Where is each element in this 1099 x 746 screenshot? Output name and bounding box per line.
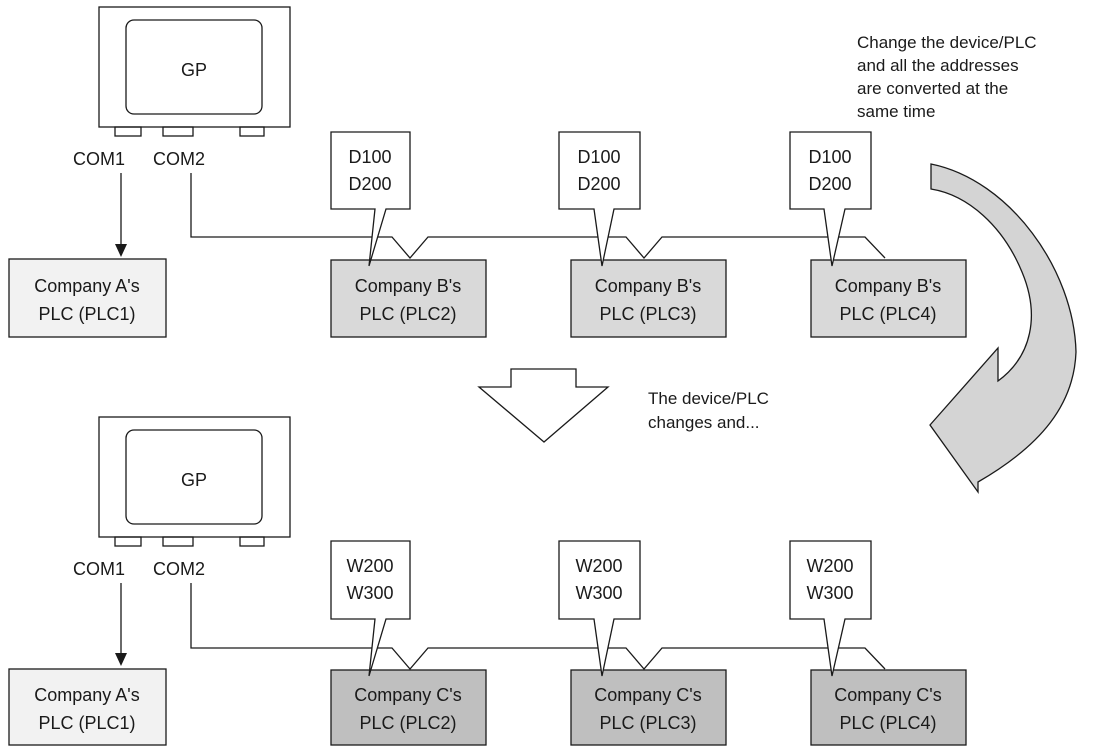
plc3-box-bottom: Company C's PLC (PLC3): [570, 669, 727, 746]
plc4-box-bottom: Company C's PLC (PLC4): [810, 669, 967, 746]
gp-body-bottom: [98, 416, 291, 538]
gp-label-bottom: GP: [181, 470, 207, 490]
com1-arrowhead: [115, 244, 127, 257]
callout-plc4-line2: D200: [808, 174, 851, 194]
callout-plc2-bottom: W200 W300: [330, 540, 411, 677]
plc1-line1: Company A's: [34, 276, 140, 296]
transition-note-line1: The device/PLC: [648, 389, 769, 408]
gp-screen: [125, 19, 263, 115]
aux-port-bottom: [239, 536, 265, 547]
gp-screen-bottom: [125, 429, 263, 525]
gp-body: [98, 6, 291, 128]
plc2-line2: PLC (PLC2): [359, 304, 456, 324]
com2-port-bottom: [162, 536, 194, 547]
gp-unit: GP: [98, 6, 291, 137]
callout-plc4-line1: D100: [808, 147, 851, 167]
callout-plc3-line1-bottom: W200: [575, 556, 622, 576]
plc1-line1-bottom: Company A's: [34, 685, 140, 705]
plc1-box: Company A's PLC (PLC1): [8, 258, 167, 338]
callout-plc3-bottom: W200 W300: [558, 540, 641, 677]
callout-plc2: D100 D200: [330, 131, 411, 267]
callout-plc3-line2-bottom: W300: [575, 583, 622, 603]
callout-plc4-bottom: W200 W300: [789, 540, 872, 677]
plc3-box: Company B's PLC (PLC3): [570, 259, 727, 338]
plc1-line2-bottom: PLC (PLC1): [38, 713, 135, 733]
callout-plc2-line1-bottom: W200: [346, 556, 393, 576]
callout-plc3-line2: D200: [577, 174, 620, 194]
callout-plc2-line1: D100: [348, 147, 391, 167]
plc3-line2-bottom: PLC (PLC3): [599, 713, 696, 733]
network-line-bottom: [190, 583, 886, 670]
bottom-section: GP COM1 COM2 Company A's PLC (PLC1) Comp…: [8, 416, 967, 746]
callout-plc2-line2: D200: [348, 174, 391, 194]
top-section: GP COM1 COM2 Company A's PLC (PLC1) Comp…: [8, 6, 967, 338]
plc3-line1-bottom: Company C's: [594, 685, 701, 705]
transition-note-line2: changes and...: [648, 413, 760, 432]
plc4-line1: Company B's: [835, 276, 941, 296]
plc2-box: Company B's PLC (PLC2): [330, 259, 487, 338]
plc4-line2-bottom: PLC (PLC4): [839, 713, 936, 733]
com1-label-bottom: COM1: [73, 559, 125, 579]
curved-arrow-icon: [929, 163, 1077, 495]
plc4-line2: PLC (PLC4): [839, 304, 936, 324]
com1-arrowhead-bottom: [115, 653, 127, 666]
plc1-box-bottom: Company A's PLC (PLC1): [8, 668, 167, 746]
down-arrow-icon: [477, 368, 610, 443]
plc2-line1-bottom: Company C's: [354, 685, 461, 705]
gp-label: GP: [181, 60, 207, 80]
change-note: Change the device/PLC and all the addres…: [857, 33, 1037, 121]
change-note-line1: Change the device/PLC: [857, 33, 1037, 52]
callout-plc2-line2-bottom: W300: [346, 583, 393, 603]
plc3-line1: Company B's: [595, 276, 701, 296]
callout-plc4-line2-bottom: W300: [806, 583, 853, 603]
aux-port: [239, 126, 265, 137]
callout-plc3: D100 D200: [558, 131, 641, 267]
com1-port: [114, 126, 142, 137]
gp-unit-bottom: GP: [98, 416, 291, 547]
network-line: [190, 173, 886, 259]
plc3-line2: PLC (PLC3): [599, 304, 696, 324]
callout-plc4-line1-bottom: W200: [806, 556, 853, 576]
com2-label-bottom: COM2: [153, 559, 205, 579]
transition-note: The device/PLC changes and...: [648, 389, 769, 432]
com2-label: COM2: [153, 149, 205, 169]
plc1-line2: PLC (PLC1): [38, 304, 135, 324]
com2-port: [162, 126, 194, 137]
change-note-line2: and all the addresses: [857, 56, 1019, 75]
plc4-line1-bottom: Company C's: [834, 685, 941, 705]
plc2-line1: Company B's: [355, 276, 461, 296]
plc2-box-bottom: Company C's PLC (PLC2): [330, 669, 487, 746]
callout-plc4: D100 D200: [789, 131, 872, 267]
com1-label: COM1: [73, 149, 125, 169]
callout-plc3-line1: D100: [577, 147, 620, 167]
change-note-line4: same time: [857, 102, 935, 121]
com1-port-bottom: [114, 536, 142, 547]
change-note-line3: are converted at the: [857, 79, 1008, 98]
plc4-box: Company B's PLC (PLC4): [810, 259, 967, 338]
plc2-line2-bottom: PLC (PLC2): [359, 713, 456, 733]
